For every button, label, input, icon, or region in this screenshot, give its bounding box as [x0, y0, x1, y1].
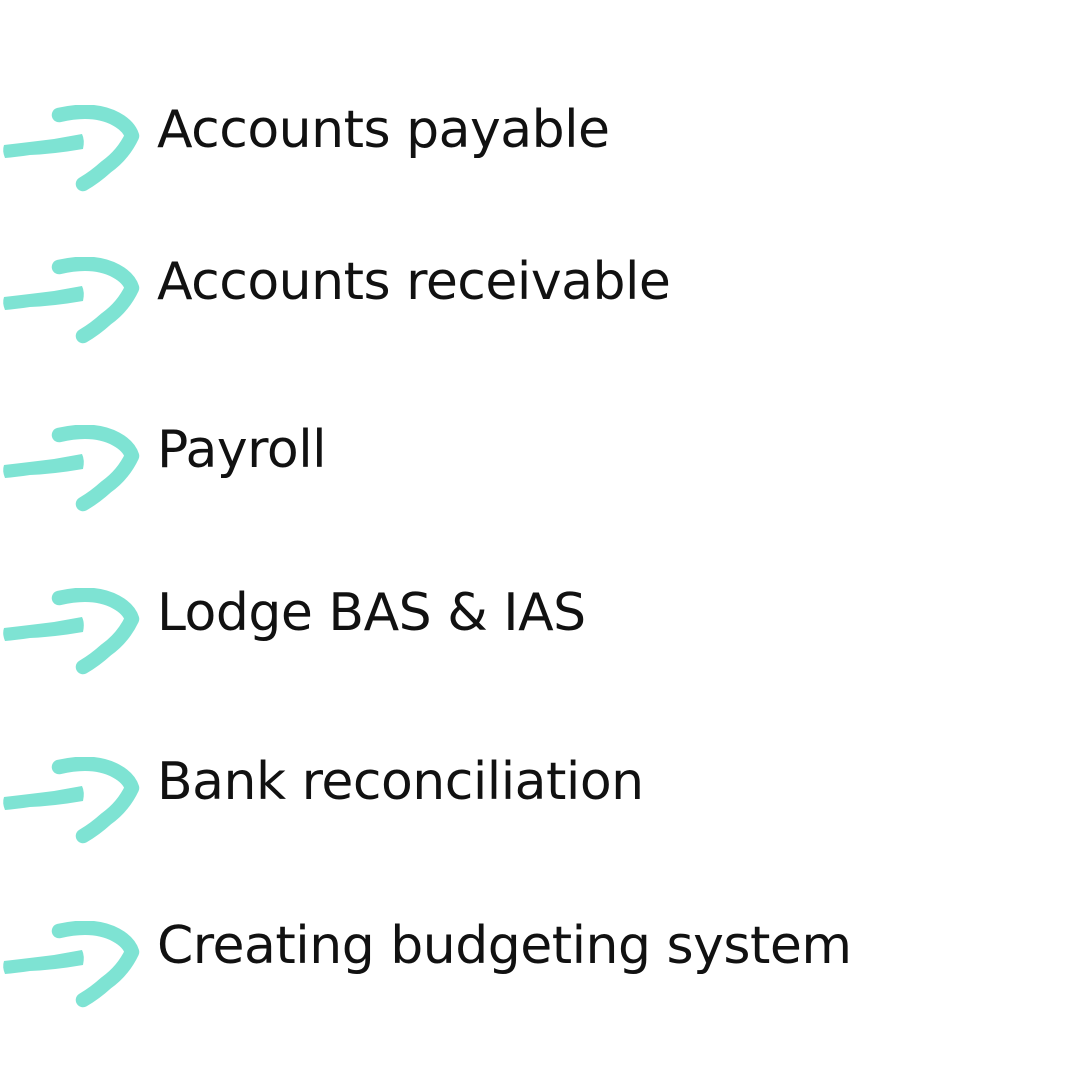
brush-arrow-right-icon	[3, 105, 140, 192]
brush-arrow-right-icon	[3, 588, 140, 675]
list-item-label: Payroll	[157, 420, 327, 480]
brush-arrow-right-icon	[3, 757, 140, 844]
list-item-label: Bank reconciliation	[157, 752, 644, 812]
brush-arrow-right-icon	[3, 921, 140, 1008]
list-item: Lodge BAS & IAS	[0, 568, 1080, 678]
brush-arrow-right-icon	[3, 425, 140, 512]
list-item: Accounts receivable	[0, 237, 1080, 347]
list-item-label: Accounts payable	[157, 100, 610, 160]
brush-arrow-right-icon	[3, 257, 140, 344]
list-item-label: Creating budgeting system	[157, 916, 852, 976]
list-item: Creating budgeting system	[0, 901, 1080, 1011]
list-item: Bank reconciliation	[0, 737, 1080, 847]
list-item: Payroll	[0, 405, 1080, 515]
list-item-label: Lodge BAS & IAS	[157, 583, 586, 643]
list-item-label: Accounts receivable	[157, 252, 671, 312]
list-item: Accounts payable	[0, 85, 1080, 195]
